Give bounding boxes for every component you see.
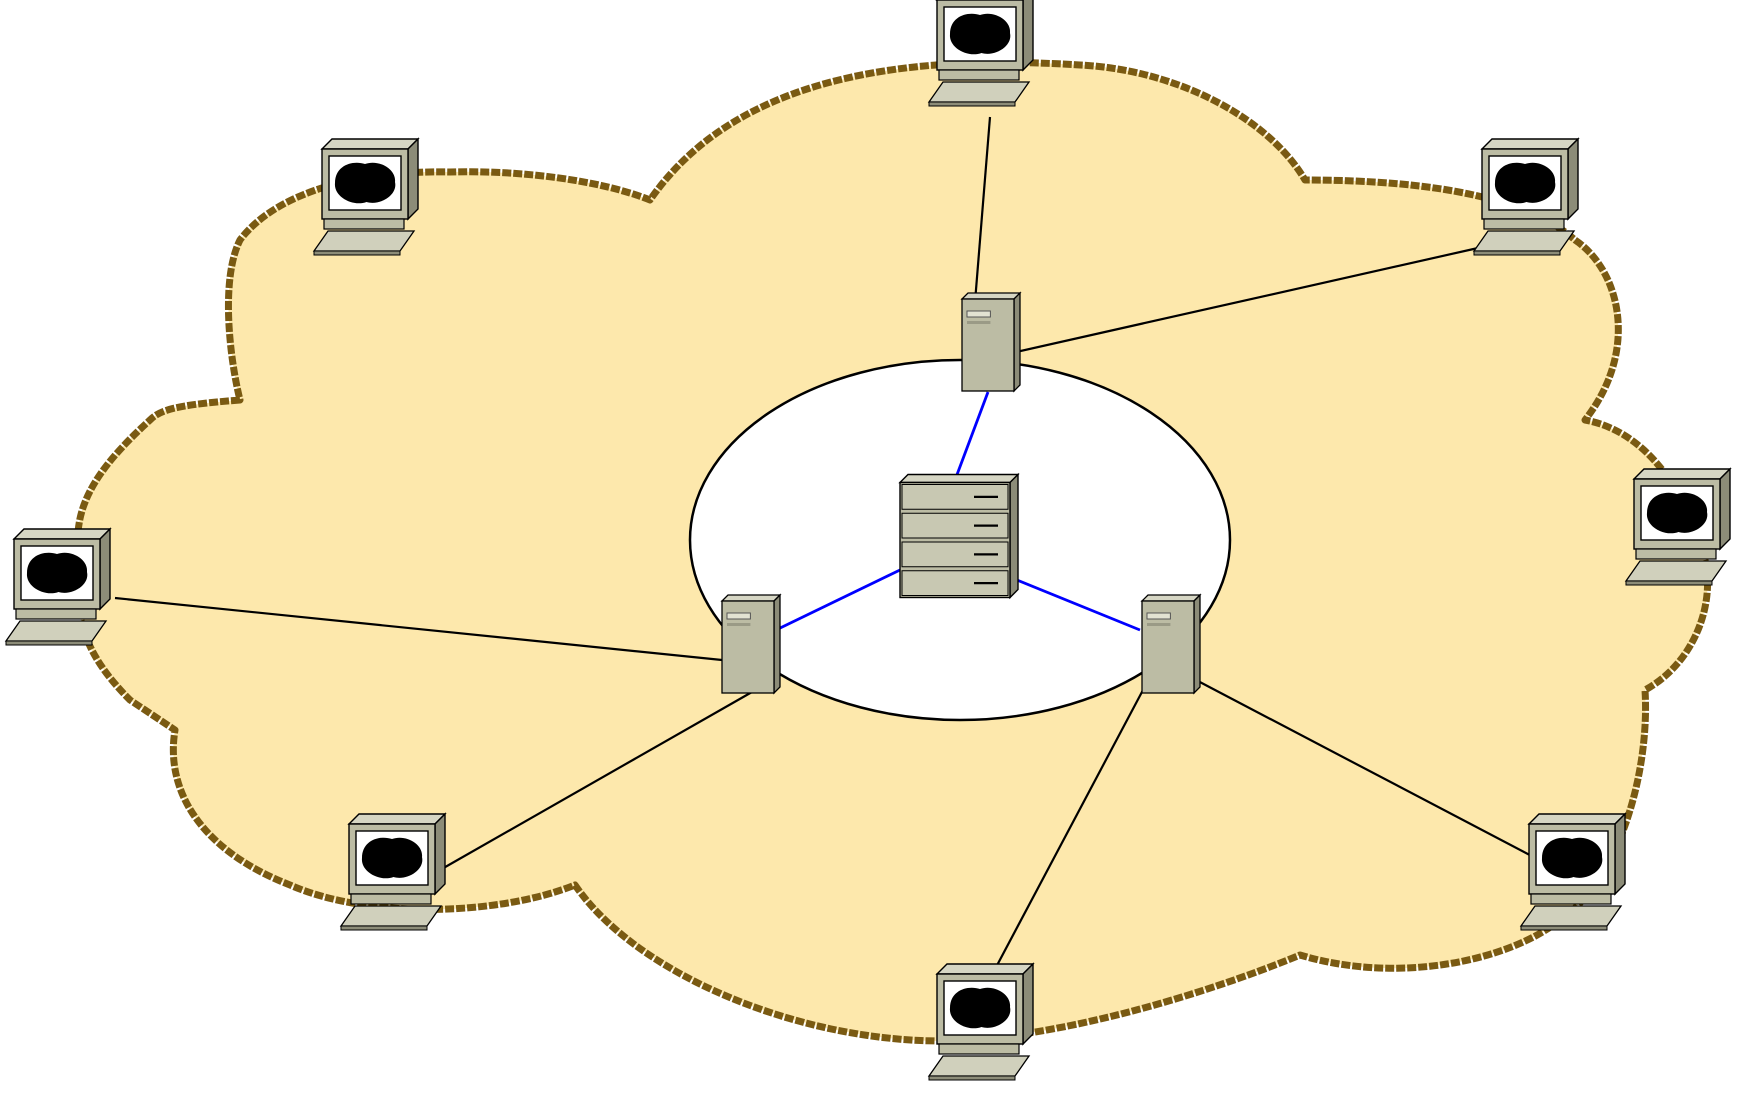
screen-content <box>949 13 1011 55</box>
edge-hub-right-pc-bottom <box>984 689 1144 989</box>
workstation-icon <box>927 0 1034 107</box>
screen-content <box>1541 837 1603 879</box>
edge-hub-left-pc-left <box>114 596 723 662</box>
edge-group <box>114 116 1546 989</box>
tower-server-icon <box>720 593 782 695</box>
edge-hub-top-pc-top-right <box>1015 246 1479 354</box>
edge-central-server-hub-left <box>775 568 901 632</box>
edge-central-server-hub-right <box>1011 576 1141 632</box>
workstation-icon <box>339 812 447 931</box>
workstation-icon <box>4 527 112 646</box>
edge-central-server-hub-top <box>953 391 990 481</box>
screen-content <box>1646 492 1708 534</box>
workstation-icon <box>1472 137 1580 256</box>
workstation-icon <box>1624 467 1732 586</box>
screen-content <box>334 162 396 204</box>
workstation-icon <box>927 962 1035 1081</box>
workstation-icon <box>312 137 420 256</box>
edge-hub-right-pc-bottom-right <box>1195 679 1546 864</box>
screen-content <box>1494 162 1556 204</box>
screen-content <box>949 987 1011 1029</box>
edge-hub-left-pc-bottom-left <box>439 691 753 871</box>
edge-hub-top-pc-top <box>973 116 992 303</box>
screen-content <box>26 552 88 594</box>
server-rack-icon <box>898 472 1020 600</box>
tower-server-icon <box>960 291 1022 393</box>
tower-server-icon <box>1140 593 1202 695</box>
workstation-icon <box>1519 812 1627 931</box>
screen-content <box>361 837 423 879</box>
node-group <box>4 0 1732 1081</box>
